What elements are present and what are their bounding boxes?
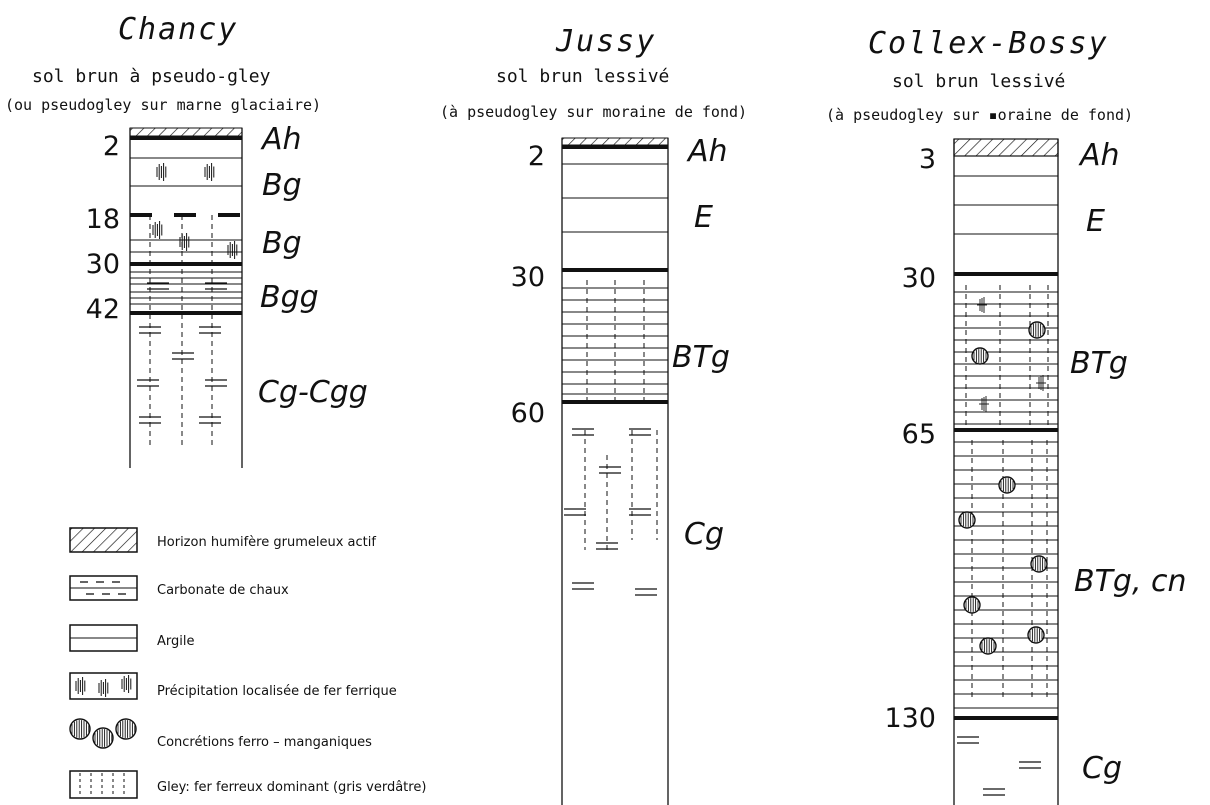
carbonate-mark (137, 380, 159, 386)
iron-precipitation-mark (979, 396, 989, 412)
concretion-mark (959, 512, 975, 528)
concretion-mark (116, 719, 136, 739)
carbonate-mark (635, 589, 657, 595)
legend-swatch-iron (70, 673, 137, 699)
carbonate-mark (1019, 762, 1041, 768)
concretion-mark (1028, 627, 1044, 643)
legend-swatch-gley (70, 771, 137, 798)
iron-precipitation-mark (153, 221, 162, 239)
humus-hatch-layer (562, 138, 668, 145)
iron-precipitation-mark (180, 233, 189, 251)
concretion-mark (1031, 556, 1047, 572)
carbonate-mark (172, 353, 194, 359)
concretion-mark (70, 719, 90, 739)
iron-precipitation-mark (157, 163, 166, 181)
carbonate-mark (199, 417, 221, 423)
carbonate-mark (205, 380, 227, 386)
carbonate-mark (599, 467, 621, 473)
iron-precipitation-mark (228, 241, 237, 259)
carbonate-mark (957, 737, 979, 743)
iron-precipitation-mark (1036, 375, 1046, 391)
concretion-mark (999, 477, 1015, 493)
profile-column-chancy (130, 128, 242, 468)
iron-precipitation-mark (205, 163, 214, 181)
legend (70, 528, 137, 798)
carbonate-mark (564, 509, 586, 515)
profile-column-jussy (562, 138, 668, 805)
iron-precipitation-mark (977, 297, 987, 313)
legend-swatch-hatch (70, 528, 137, 552)
carbonate-mark (199, 327, 221, 333)
carbonate-mark (983, 789, 1005, 795)
legend-swatch-carbonate (70, 576, 137, 600)
profile-column-collex-bossy (954, 139, 1058, 805)
concretion-mark (93, 728, 113, 748)
legend-swatch-clay (70, 625, 137, 651)
carbonate-mark (572, 583, 594, 589)
carbonate-mark (572, 429, 594, 435)
concretion-mark (980, 638, 996, 654)
concretion-mark (1029, 322, 1045, 338)
concretion-mark (964, 597, 980, 613)
concretion-mark (972, 348, 988, 364)
legend-swatch-concretion (70, 719, 136, 748)
humus-hatch-layer (130, 128, 242, 136)
humus-hatch-layer (954, 139, 1058, 156)
